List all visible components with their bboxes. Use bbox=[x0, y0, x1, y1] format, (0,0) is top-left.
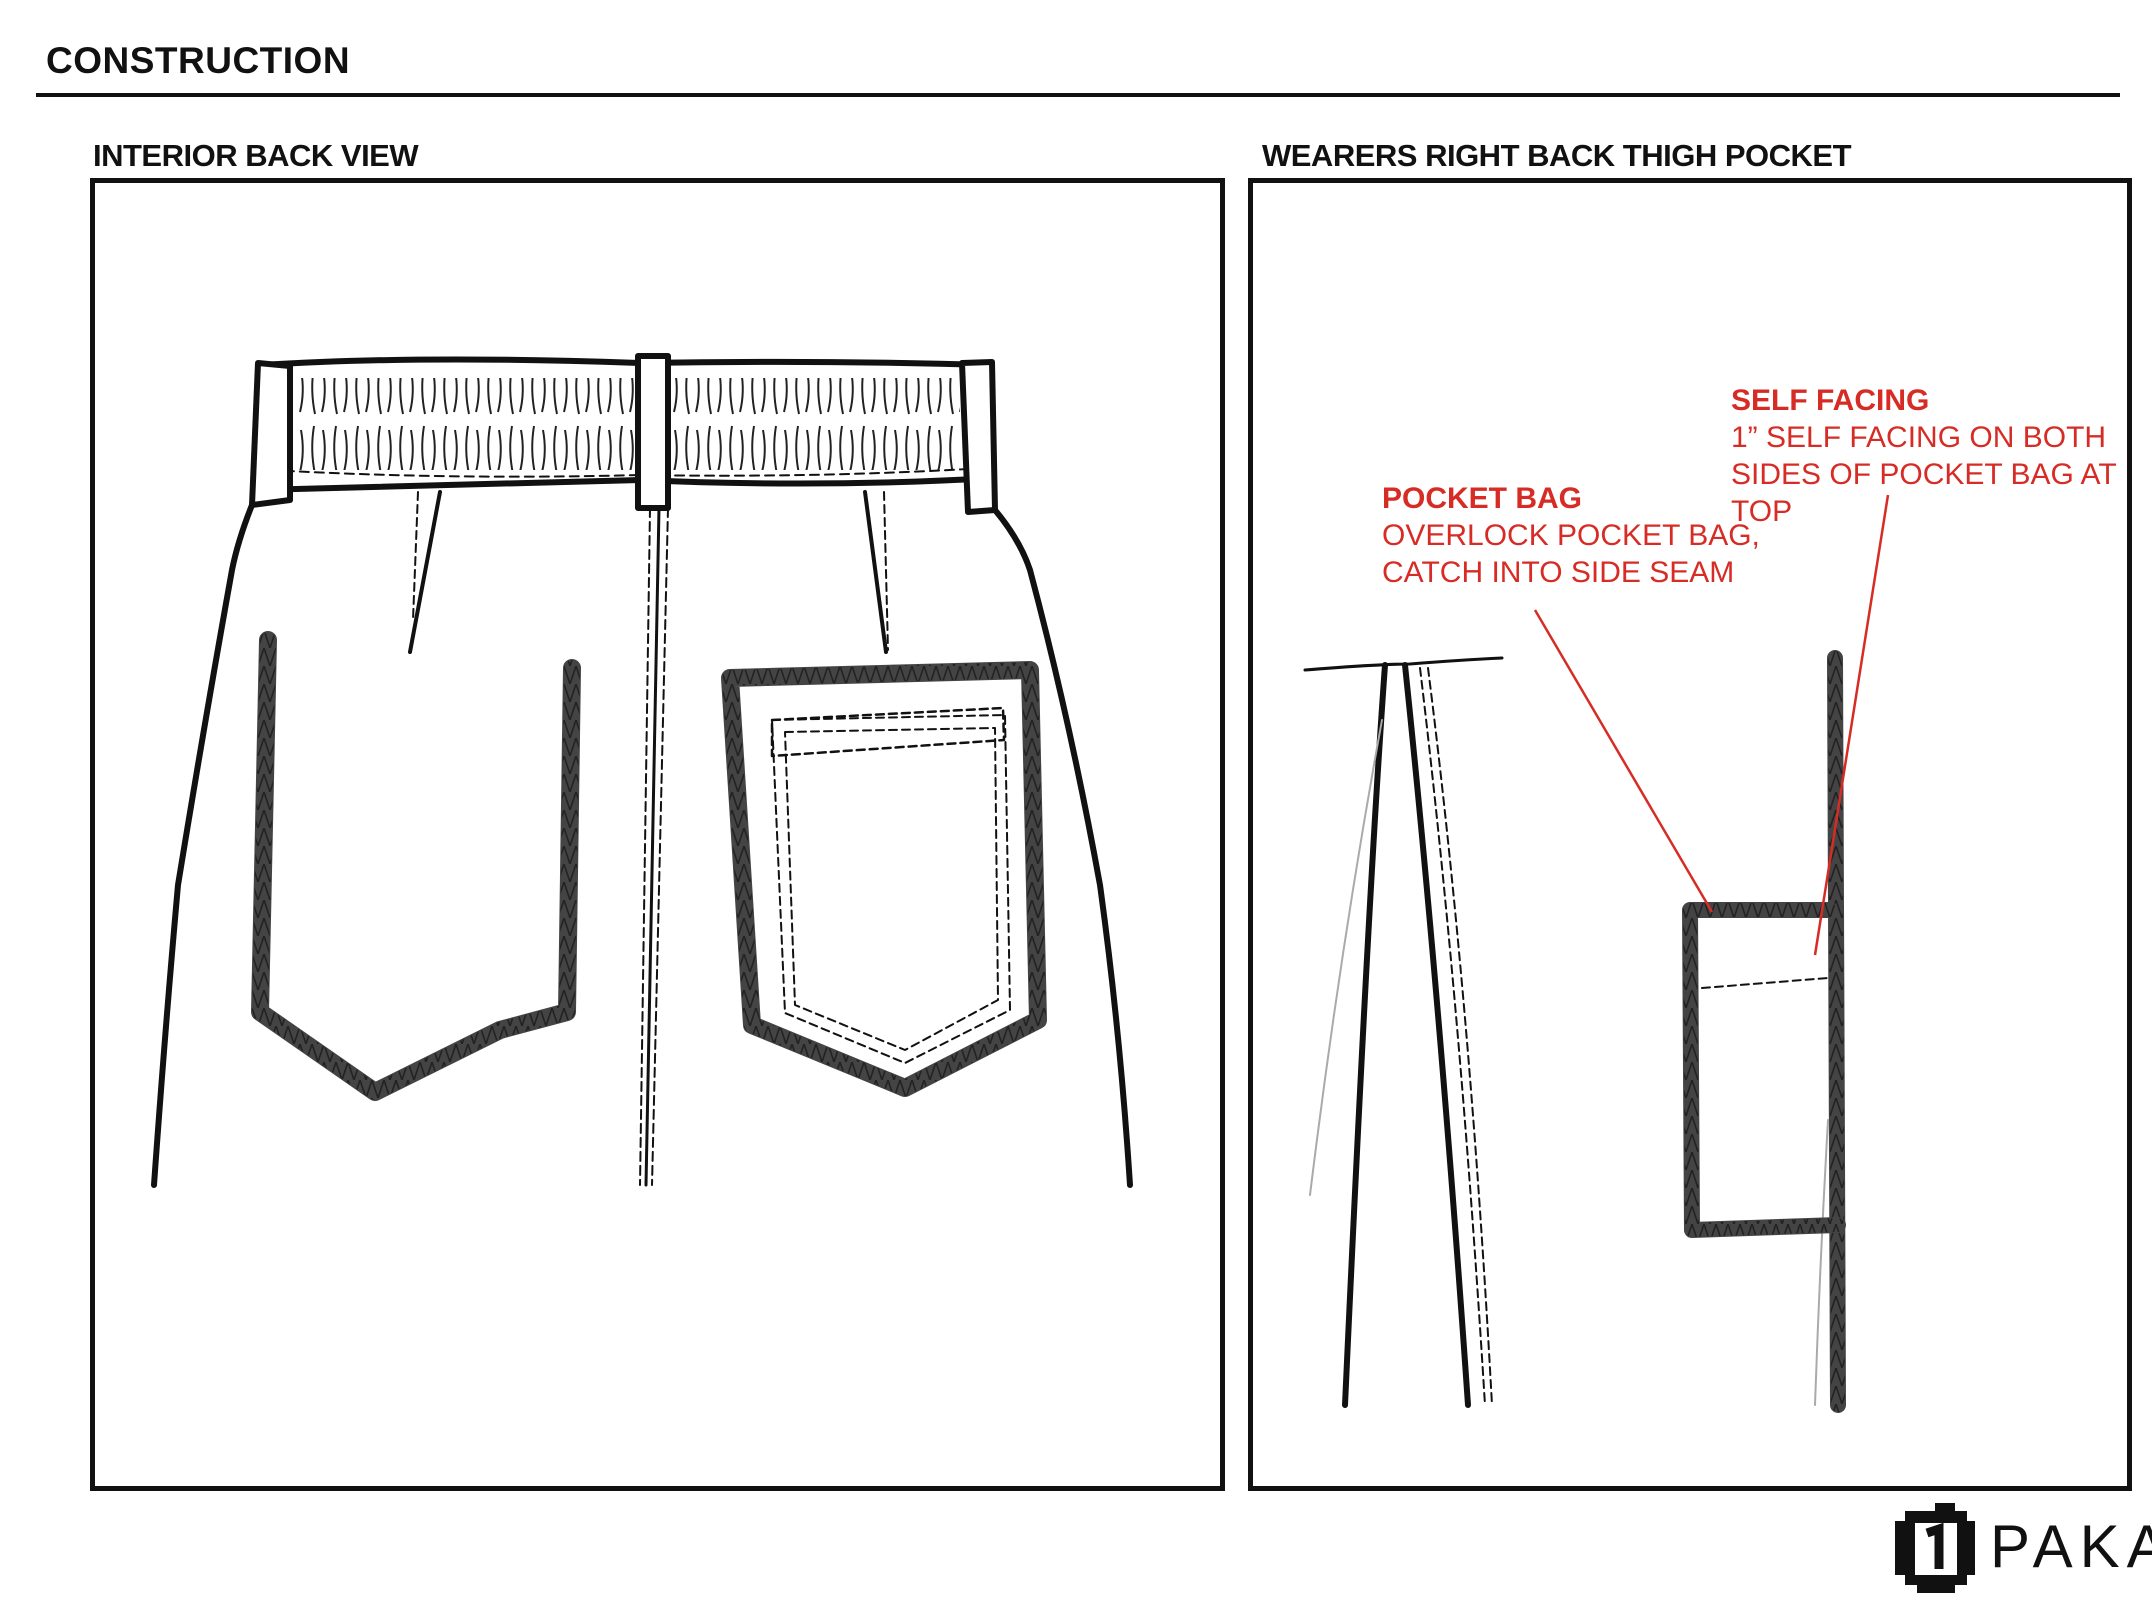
waistband-right-tab bbox=[959, 359, 998, 515]
waistband-gather-left bbox=[295, 378, 635, 470]
pocket-bag-callout: POCKET BAG OVERLOCK POCKET BAG, CATCH IN… bbox=[1382, 480, 1760, 591]
thigh-pocket-bag bbox=[1682, 902, 1846, 1238]
self-facing-callout-line: SIDES OF POCKET BAG AT TOP bbox=[1731, 458, 2117, 528]
pocket-bag-callout-line: CATCH INTO SIDE SEAM bbox=[1382, 556, 1735, 589]
thigh-pocket-detail bbox=[1303, 650, 1846, 1413]
self-facing-callout: SELF FACING 1” SELF FACING ON BOTH SIDES… bbox=[1731, 382, 2152, 530]
pocket-bag-leader bbox=[1533, 609, 1714, 913]
inseam-right bbox=[1402, 662, 1471, 1408]
paka-logo-icon bbox=[1895, 1503, 1975, 1593]
right-side-seam bbox=[992, 507, 1133, 1188]
self-facing-leader bbox=[1813, 494, 1890, 956]
interior-back-garment bbox=[151, 353, 1133, 1188]
waist-edge bbox=[1303, 656, 1504, 672]
inseam-left bbox=[1342, 662, 1388, 1408]
right-dart bbox=[863, 490, 888, 654]
page-title: CONSTRUCTION bbox=[46, 40, 351, 81]
self-facing-callout-title: SELF FACING bbox=[1731, 384, 1930, 417]
title-divider bbox=[36, 93, 2120, 97]
self-facing-callout-line: 1” SELF FACING ON BOTH bbox=[1731, 421, 2107, 454]
waistband-left-tab bbox=[249, 360, 293, 508]
self-facing-line bbox=[1701, 977, 1829, 989]
back-thigh-pocket-label: WEARERS RIGHT BACK THIGH POCKET bbox=[1262, 138, 1852, 173]
brand-name: PAKA bbox=[1990, 1513, 2152, 1580]
waistband-gather-right bbox=[668, 378, 960, 470]
left-dart bbox=[408, 490, 442, 654]
pocket-bag-callout-line: OVERLOCK POCKET BAG, bbox=[1382, 519, 1760, 552]
right-back-pocket bbox=[721, 661, 1047, 1097]
pocket-facing bbox=[770, 706, 1006, 758]
interior-back-view-label: INTERIOR BACK VIEW bbox=[93, 138, 419, 173]
center-back-seam bbox=[639, 507, 669, 1186]
center-back-loop bbox=[635, 353, 671, 511]
back-thigh-pocket-panel bbox=[1248, 178, 2132, 1491]
pocket-bag-callout-title: POCKET BAG bbox=[1382, 482, 1583, 515]
left-side-seam bbox=[151, 502, 255, 1188]
